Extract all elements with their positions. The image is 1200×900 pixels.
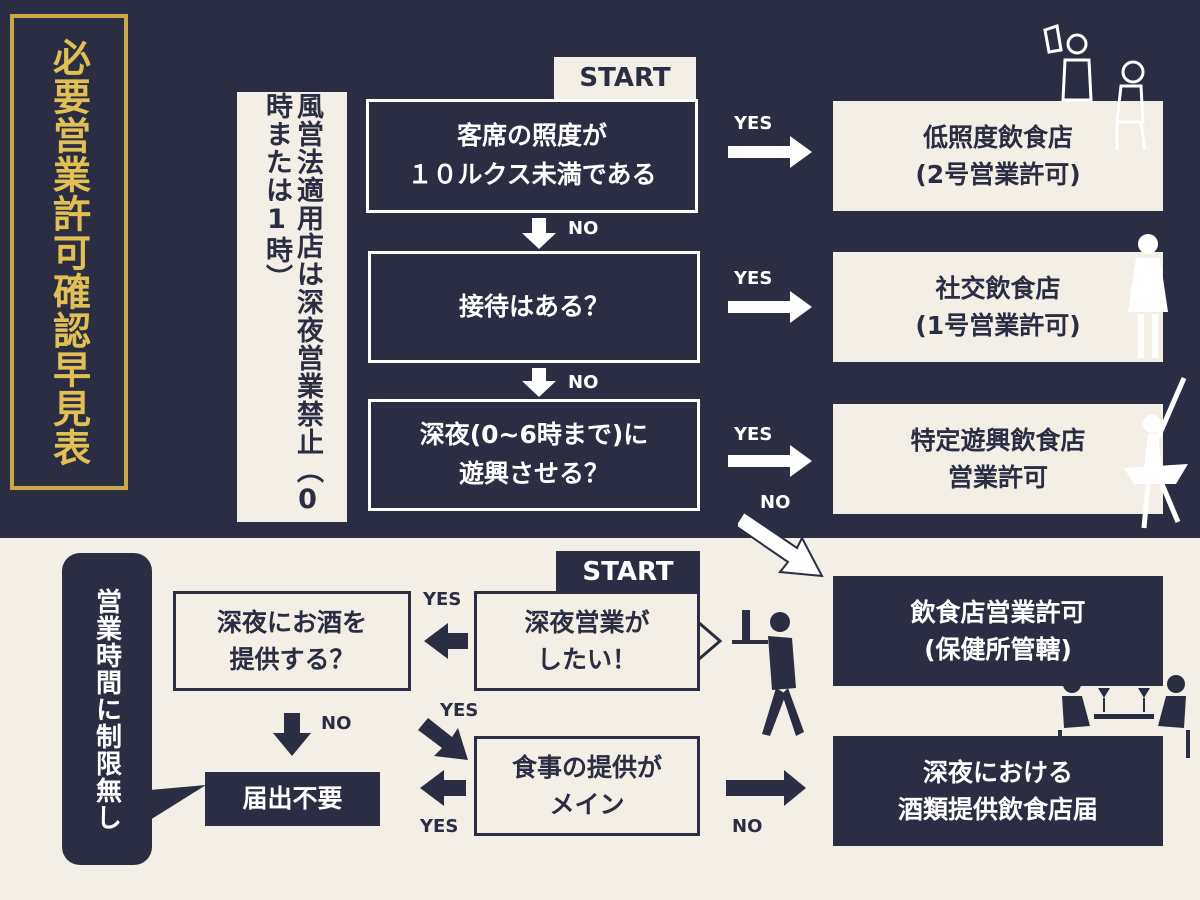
question-food-main: 食事の提供が メイン xyxy=(474,736,700,836)
no-arrow-down-left xyxy=(273,713,311,756)
no-time-limit-text: 営業時間に制限無し xyxy=(91,587,122,831)
dancer-icon xyxy=(1124,377,1188,529)
yes-arrow-1 xyxy=(728,136,812,168)
question-lux: 客席の照度が １０ルクス未満である xyxy=(366,99,698,213)
result-low-lux: 低照度飲食店 (2号営業許可) xyxy=(833,101,1163,211)
yes-arrow-diagonal xyxy=(418,718,468,760)
no-arrow-right xyxy=(726,770,806,806)
speech-tail-start xyxy=(696,618,723,664)
result-food-permit: 飲食店営業許可 (保健所管轄) xyxy=(833,576,1163,686)
yes-label-3: YES xyxy=(734,424,773,445)
yes-arrow-2 xyxy=(728,291,812,323)
yes-label-5: YES xyxy=(440,700,479,721)
no-label-2: NO xyxy=(568,372,599,393)
result-social: 社交飲食店 (1号営業許可) xyxy=(833,252,1163,362)
question-alcohol: 深夜にお酒を 提供する？ xyxy=(173,591,411,691)
no-arrow-2 xyxy=(522,368,556,397)
waiter-icon xyxy=(732,610,804,736)
no-label-1: NO xyxy=(568,218,599,239)
late-night-ban-note: 風営法適用店は深夜営業禁止（0時または1時） xyxy=(237,92,347,522)
yes-arrow-left-top xyxy=(424,623,468,659)
page-title: 必要営業許可確認早見表 xyxy=(46,37,91,467)
yes-arrow-left-bottom xyxy=(420,770,466,806)
bartender-icon xyxy=(1043,24,1147,151)
yes-arrow-3 xyxy=(728,445,812,477)
late-night-ban-text: 風営法適用店は深夜営業禁止（0時または1時） xyxy=(261,92,324,516)
speech-tail-side xyxy=(150,785,206,820)
start-badge-top: START xyxy=(554,57,696,99)
no-arrow-diagonal xyxy=(736,510,824,578)
yes-label-1: YES xyxy=(734,113,773,134)
no-notice-required: 届出不要 xyxy=(205,772,380,826)
question-entertainment: 接待はある？ xyxy=(368,251,700,363)
yes-label-6: YES xyxy=(420,816,459,837)
yes-label-4: YES xyxy=(423,589,462,610)
question-amusement: 深夜(0~6時まで)に 遊興させる？ xyxy=(368,399,700,511)
no-label-3: NO xyxy=(760,492,791,513)
start-badge-bottom: START xyxy=(556,551,700,593)
no-time-limit-note: 営業時間に制限無し xyxy=(62,553,152,865)
no-label-5: NO xyxy=(732,816,763,837)
yes-label-2: YES xyxy=(734,268,773,289)
maid-icon xyxy=(1128,234,1168,358)
result-late-night-alcohol: 深夜における 酒類提供飲食店届 xyxy=(833,736,1163,846)
no-arrow-1 xyxy=(522,218,556,249)
question-late-night: 深夜営業が したい！ xyxy=(474,591,700,691)
title-box: 必要営業許可確認早見表 xyxy=(10,14,128,490)
dining-couple-icon xyxy=(1058,675,1190,758)
result-amusement: 特定遊興飲食店 営業許可 xyxy=(833,404,1163,514)
no-label-4: NO xyxy=(321,713,352,734)
